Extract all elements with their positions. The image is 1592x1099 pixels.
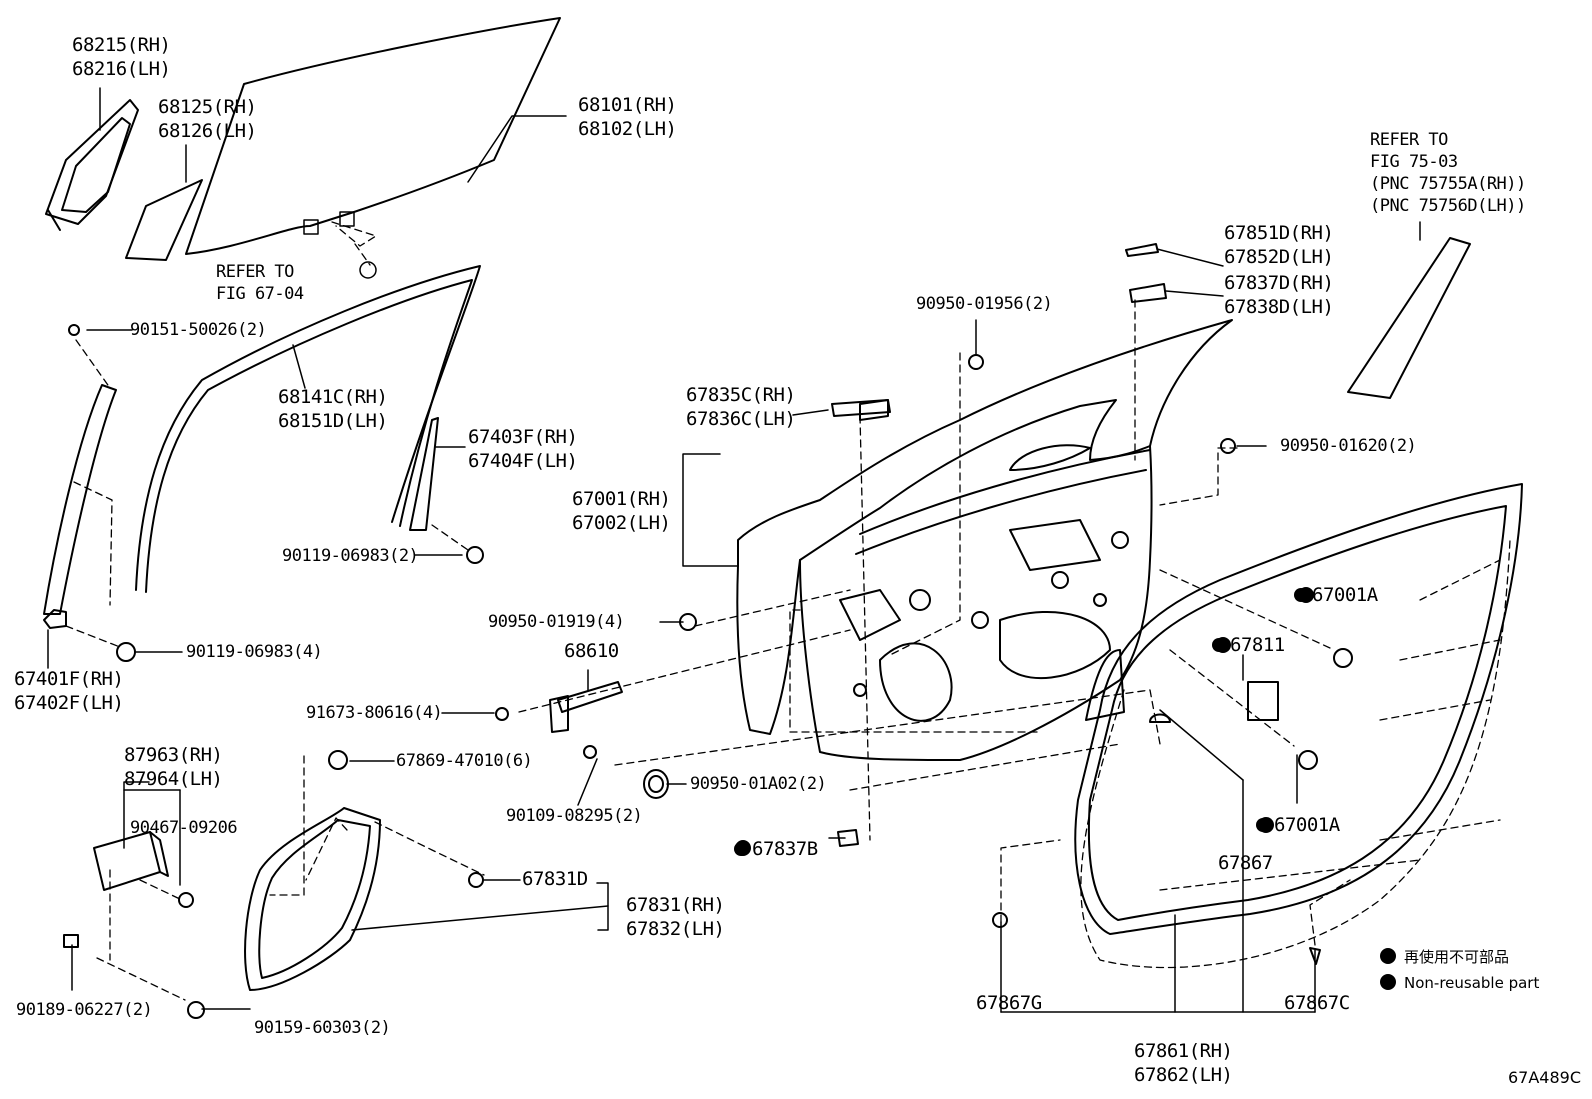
legend-item-en: Non-reusable part [1380,970,1539,996]
label-67851d: 67851D(RH) [1224,222,1334,244]
label-90119-2: 90119-06983(2) [282,546,419,566]
nonreusable-dot [1294,588,1308,602]
nonreusable-dot [1256,818,1270,832]
label-67831: 67831(RH) [626,894,725,916]
label-68141c: 68141C(RH) [278,386,388,408]
label-68125: 68125(RH) [158,96,257,118]
label-90119-4: 90119-06983(4) [186,642,323,662]
legend-text-en: Non-reusable part [1404,974,1540,992]
label-68101: 68101(RH) [578,94,677,116]
label-67869: 67869-47010(6) [396,751,533,771]
pads [679,243,1236,847]
label-67001a-top-text: 67001A [1312,584,1378,606]
label-90109: 90109-08295(2) [506,806,643,826]
label-refer-75-line1: REFER TO [1370,130,1448,150]
nonreusable-markers [735,587,1314,856]
weather-clips [992,648,1353,965]
figure-id: 67A489C [1508,1068,1582,1087]
label-87964: 87964(LH) [124,768,223,790]
label-68216: 68216(LH) [72,58,171,80]
legend-dot [1380,974,1396,990]
legend-text-jp: 再使用不可部品 [1404,948,1510,966]
legend-item-jp: 再使用不可部品 [1380,944,1539,970]
label-90950-01a02: 90950-01A02(2) [690,774,827,794]
door-glass [185,17,561,255]
label-67837b-text: 67837B [752,838,818,860]
nonreusable-dot [1212,638,1226,652]
label-90189: 90189-06227(2) [16,1000,153,1020]
label-67867c: 67867C [1284,992,1350,1014]
label-68151d: 68151D(LH) [278,410,388,432]
label-67811-text: 67811 [1230,634,1285,656]
rear-fixed-glass [45,99,139,231]
label-90159: 90159-60303(2) [254,1018,391,1038]
label-67001: 67001(RH) [572,488,671,510]
label-refer-75-line4: (PNC 75756D(LH)) [1370,196,1526,216]
label-67403f: 67403F(RH) [468,426,578,448]
door-run [409,417,439,531]
label-68126: 68126(LH) [158,120,257,142]
label-90950-01919: 90950-01919(4) [488,612,625,632]
label-67001a-bottom-text: 67001A [1274,814,1340,836]
label-67867g: 67867G [976,992,1042,1014]
legend: 再使用不可部品 Non-reusable part [1380,944,1539,996]
label-87963: 87963(RH) [124,744,223,766]
door-panel [736,319,1233,761]
label-67862: 67862(LH) [1134,1064,1233,1086]
label-67401f: 67401F(RH) [14,668,124,690]
door-weatherstrip [1074,483,1523,935]
label-90467: 90467-09206 [130,818,238,838]
quarter-glass [125,179,203,261]
label-67001a-top: 67001A [1294,584,1378,606]
label-67861: 67861(RH) [1134,1040,1233,1062]
belt-moulding [1347,237,1471,399]
label-refer-67-04-line2: FIG 67-04 [216,284,304,304]
label-68215: 68215(RH) [72,34,171,56]
label-67811: 67811 [1212,634,1285,656]
legend-dot [1380,948,1396,964]
leader-lines [47,87,1421,1013]
label-91673: 91673-80616(4) [306,703,443,723]
label-67852d: 67852D(LH) [1224,246,1334,268]
label-67837b: 67837B [734,838,818,860]
label-67836c: 67836C(LH) [686,408,796,430]
door-ecu [63,831,205,1019]
label-67867: 67867 [1218,852,1273,874]
label-90151: 90151-50026(2) [130,320,267,340]
label-67837d: 67837D(RH) [1224,272,1334,294]
glass-clips [303,211,377,279]
label-67831d: 67831D [522,868,588,890]
front-channel [43,324,136,662]
upper-frame [135,265,481,593]
label-68610: 68610 [564,640,619,662]
label-67404f: 67404F(LH) [468,450,578,472]
service-cover [244,807,381,991]
label-90950-01956: 90950-01956(2) [916,294,1053,314]
label-67002: 67002(LH) [572,512,671,534]
label-67402f: 67402F(LH) [14,692,124,714]
label-67832: 67832(LH) [626,918,725,940]
nonreusable-dot [734,842,748,856]
label-90950-01620: 90950-01620(2) [1280,436,1417,456]
door-check [495,681,623,759]
label-67001a-bottom: 67001A [1256,814,1340,836]
label-67835c: 67835C(RH) [686,384,796,406]
label-refer-75-line3: (PNC 75755A(RH)) [1370,174,1526,194]
label-68102: 68102(LH) [578,118,677,140]
label-67838d: 67838D(LH) [1224,296,1334,318]
label-refer-75-line2: FIG 75-03 [1370,152,1458,172]
label-refer-67-04-line1: REFER TO [216,262,294,282]
